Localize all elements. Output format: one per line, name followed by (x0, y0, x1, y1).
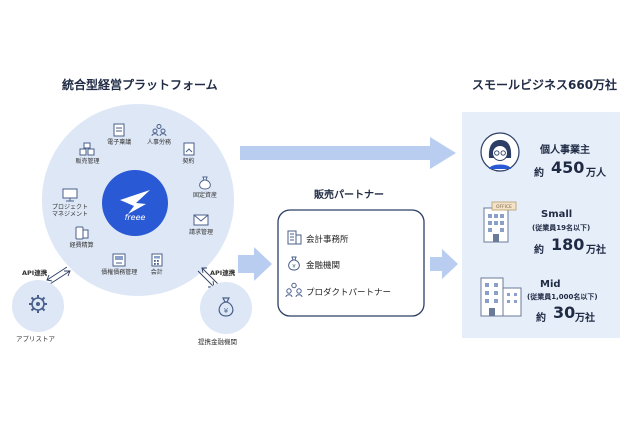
segment-sub: (従業員19名以下) (532, 224, 591, 232)
segment-sub: (従業員1,000名以下) (527, 293, 598, 301)
platform-segment-label: 契約 (182, 158, 195, 166)
segment-number: 450 (551, 158, 585, 177)
segment-prefix: 約 (536, 313, 546, 324)
api-label-left: API連携 (22, 269, 48, 277)
segment-name: Mid (540, 279, 561, 290)
money-bag-icon: ¥ (288, 256, 300, 271)
people-icon (151, 124, 167, 137)
svg-text:¥: ¥ (292, 264, 296, 270)
monitor-icon (62, 188, 78, 202)
platform-segment-label: 固定資産 (192, 192, 217, 200)
atm-icon (112, 253, 126, 267)
segment-name: 個人事業主 (540, 145, 590, 156)
finance-partner-label: 提携金融機関 (198, 338, 237, 346)
platform-segment-label: 会計 (150, 269, 163, 277)
segment-prefix: 約 (534, 245, 544, 256)
app-store-label: アプリストア (16, 335, 55, 343)
person-avatar-icon (480, 132, 520, 172)
segment-prefix: 約 (534, 168, 544, 179)
platform-segment-label: 販売管理 (75, 158, 100, 166)
freee-hub: freee (102, 170, 168, 236)
people-icon (285, 282, 303, 298)
arrow-partner-to-smallbiz (430, 249, 458, 279)
arrow-to-partner (238, 247, 272, 281)
contract-icon (183, 142, 195, 156)
envelope-icon (193, 214, 209, 226)
freee-logo-text: freee (124, 213, 146, 222)
building-icon (287, 230, 302, 245)
boxes-icon (79, 142, 95, 156)
segment-number: 180 (551, 235, 585, 254)
partner-box (277, 209, 425, 317)
money-bag-icon (199, 176, 211, 190)
svg-text:¥: ¥ (224, 307, 229, 315)
segment-name: Small (541, 209, 573, 220)
segment-unit: 万社 (575, 313, 595, 324)
phone-receipt-icon (75, 226, 89, 240)
partner-title: 販売パートナー (314, 190, 384, 201)
document-icon (113, 123, 125, 137)
gear-icon (29, 295, 47, 313)
arrow-direct (240, 137, 456, 169)
partner-item: 会計事務所 (306, 235, 349, 245)
smallbiz-title: スモールビジネス660万社 (472, 78, 618, 92)
segment-number: 30 (553, 303, 576, 322)
platform-segment-label: 請求管理 (189, 229, 214, 237)
office-mid-icon (480, 277, 522, 317)
partner-item: プロダクトパートナー (306, 288, 392, 298)
partner-item: 金融機関 (306, 261, 341, 271)
segment-unit: 万社 (586, 245, 606, 256)
segment-unit: 万人 (586, 168, 606, 179)
api-label-right: API連携 (210, 269, 236, 277)
api-arrow-left (46, 266, 71, 285)
platform-segment-label: 債権債務管理 (101, 269, 138, 277)
platform-segment-label: プロジェクトマネジメント (51, 204, 89, 218)
office-small-icon: OFFICE (483, 201, 517, 243)
calculator-icon (151, 253, 163, 267)
platform-segment-label: 人事労務 (146, 139, 172, 147)
platform-segment-label: 経費精算 (69, 242, 94, 250)
finance-partner-circle (200, 282, 252, 334)
platform-segment-label: 電子稟議 (107, 138, 132, 146)
platform-title: 統合型経営プラットフォーム (62, 78, 218, 92)
office-sign: OFFICE (496, 204, 512, 210)
money-bag-icon: ¥ (218, 297, 234, 317)
freee-bird-icon (120, 190, 150, 214)
